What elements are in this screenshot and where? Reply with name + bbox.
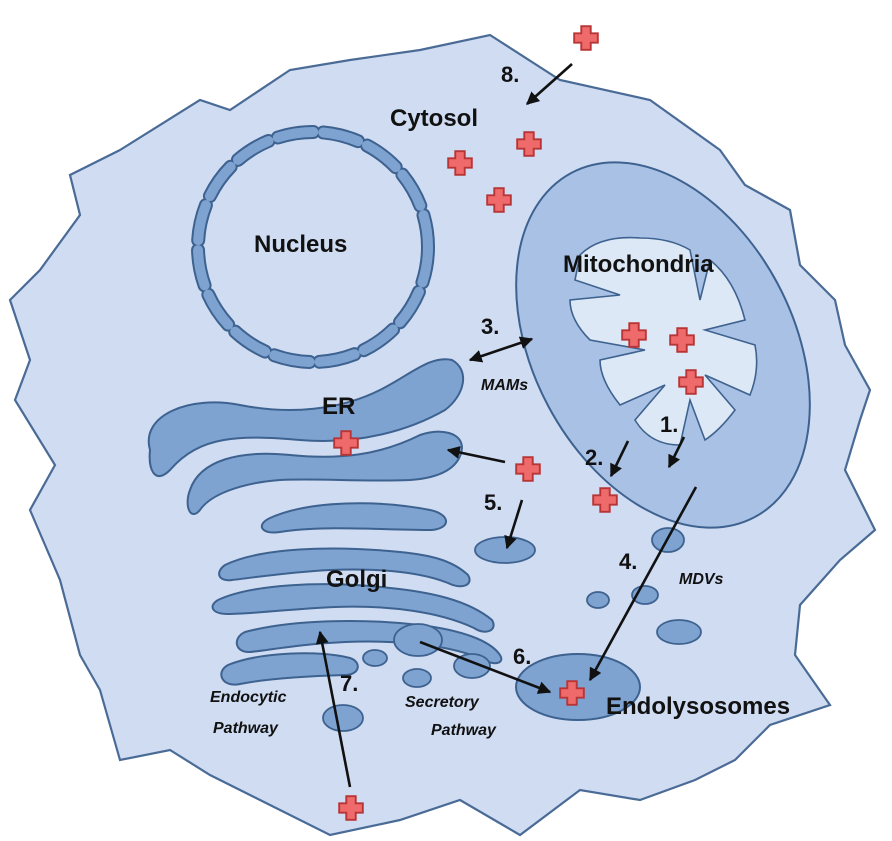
step-7: 7. xyxy=(340,671,358,696)
vesicle xyxy=(474,536,536,564)
step-8: 8. xyxy=(501,62,519,87)
step-4: 4. xyxy=(619,549,637,574)
nucleus-envelope-fill xyxy=(193,127,433,367)
vesicle xyxy=(453,653,491,679)
ion-icon xyxy=(573,25,599,51)
arrow-6 xyxy=(419,640,552,694)
vesicle xyxy=(402,668,432,688)
vesicle xyxy=(393,623,443,657)
vesicle xyxy=(362,649,388,667)
label-mitochondria: Mitochondria xyxy=(563,251,714,278)
arrow-er-ion xyxy=(446,446,506,464)
arrow-4 xyxy=(588,486,698,682)
vesicle xyxy=(322,704,364,732)
label-mams: MAMs xyxy=(481,377,528,394)
label-secretory: Secretory xyxy=(405,694,480,711)
label-endocytic: Endocytic xyxy=(210,689,287,706)
label-endolysosomes: Endolysosomes xyxy=(606,693,790,720)
arrow-5 xyxy=(504,499,524,550)
arrow-8 xyxy=(526,63,573,105)
step-3: 3. xyxy=(481,314,499,339)
er-cisterna-lower xyxy=(186,430,464,516)
arrow-7 xyxy=(315,630,352,788)
golgi-cisterna-3 xyxy=(211,583,495,633)
vesicle xyxy=(586,591,610,609)
arrow-3 xyxy=(468,336,534,363)
label-er: ER xyxy=(322,393,355,420)
er-cisterna-upper xyxy=(147,358,465,478)
label-mdvs: MDVs xyxy=(679,571,724,588)
step-1: 1. xyxy=(660,412,678,437)
label-golgi: Golgi xyxy=(326,566,387,593)
label-secretory-2: Pathway xyxy=(431,722,497,739)
step-6: 6. xyxy=(513,644,531,669)
golgi-cisterna-5 xyxy=(220,652,359,686)
label-nucleus: Nucleus xyxy=(254,231,347,258)
endolysosome xyxy=(515,653,641,721)
step-5: 5. xyxy=(484,490,502,515)
label-cytosol: Cytosol xyxy=(390,105,478,132)
vesicle xyxy=(656,619,702,645)
arrow-2 xyxy=(609,440,630,478)
mitochondrion-cristae xyxy=(569,236,758,446)
arrow-1 xyxy=(667,436,686,469)
label-endocytic-2: Pathway xyxy=(213,720,279,737)
golgi-cisterna-2 xyxy=(218,547,471,588)
golgi-cisterna-1 xyxy=(260,502,447,534)
step-2: 2. xyxy=(585,445,603,470)
